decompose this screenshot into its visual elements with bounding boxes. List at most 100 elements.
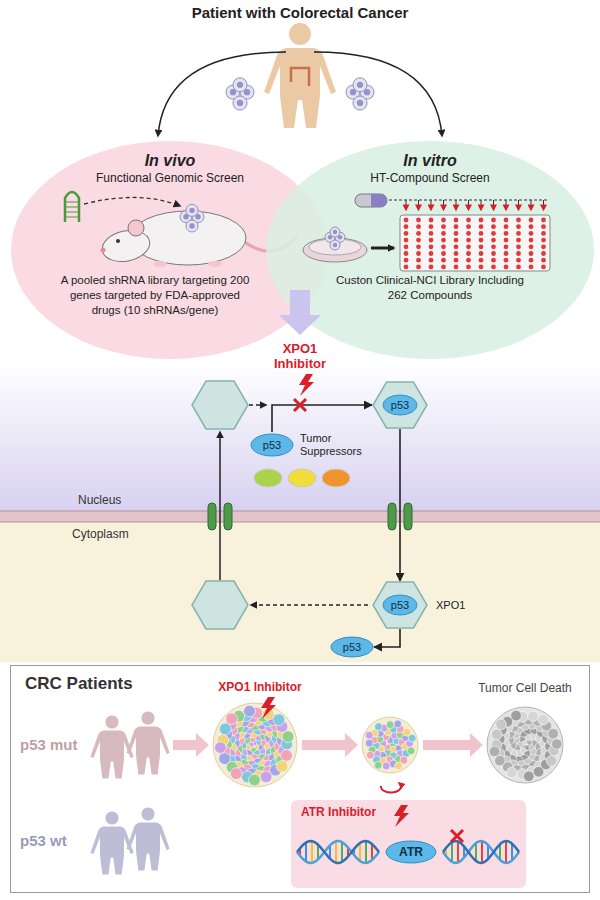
tumor-cell bbox=[533, 766, 544, 777]
tumor-cell bbox=[538, 714, 549, 725]
label-holder: p53 wt bbox=[20, 832, 67, 849]
tumor-cell bbox=[548, 728, 559, 739]
cell-cluster bbox=[180, 204, 204, 232]
protein-ellipse bbox=[331, 637, 373, 657]
cell-nucleus bbox=[333, 230, 338, 235]
well bbox=[479, 218, 484, 223]
well bbox=[529, 265, 534, 270]
tumor-cell bbox=[386, 721, 394, 729]
well bbox=[454, 244, 459, 249]
tumor-cell bbox=[365, 731, 373, 739]
node-text: In vitro bbox=[265, 152, 595, 170]
dispense-arrow bbox=[481, 200, 482, 210]
well bbox=[466, 218, 471, 223]
person-head bbox=[105, 715, 118, 728]
well bbox=[504, 251, 509, 256]
cell-cluster bbox=[346, 78, 374, 110]
well bbox=[466, 231, 471, 236]
tumor-cell bbox=[489, 746, 500, 757]
dead-tumor bbox=[487, 707, 563, 783]
cell bbox=[353, 78, 367, 92]
well bbox=[466, 224, 471, 229]
well bbox=[441, 224, 446, 229]
transport-arrow bbox=[374, 629, 400, 647]
well bbox=[441, 218, 446, 223]
tumor-cell bbox=[366, 751, 374, 759]
node-subtext: XPO1 bbox=[436, 599, 465, 611]
tumor-cell bbox=[551, 739, 562, 750]
tumor-cell bbox=[244, 705, 256, 717]
base-pair bbox=[481, 841, 483, 863]
tumor-cell bbox=[273, 714, 285, 726]
well bbox=[529, 238, 534, 243]
well bbox=[416, 265, 421, 270]
flow-arrow bbox=[314, 52, 442, 136]
dna-strand bbox=[297, 841, 379, 863]
dispense-arrow bbox=[468, 200, 469, 210]
well bbox=[404, 224, 409, 229]
well bbox=[491, 244, 496, 249]
transport-arrow bbox=[399, 429, 401, 581]
title-holder: Patient with Colorectal Cancer bbox=[0, 4, 600, 21]
protein-ellipse bbox=[386, 841, 436, 863]
well bbox=[479, 231, 484, 236]
well bbox=[404, 238, 409, 243]
dispense-arrow bbox=[406, 200, 407, 210]
transport-arrow bbox=[272, 405, 372, 432]
person-head bbox=[141, 807, 154, 820]
illustration-part bbox=[294, 399, 306, 411]
cell bbox=[233, 78, 247, 92]
well bbox=[429, 224, 434, 229]
base-pair bbox=[505, 841, 507, 863]
base-pair bbox=[341, 842, 343, 862]
well bbox=[516, 238, 521, 243]
person-body bbox=[90, 730, 133, 778]
well bbox=[466, 244, 471, 249]
hairpin-strand bbox=[65, 192, 79, 222]
outcome-label: Tumor Cell Death bbox=[465, 681, 585, 695]
progress-arrow bbox=[302, 733, 358, 757]
well bbox=[429, 258, 434, 263]
well bbox=[541, 244, 546, 249]
petri-dish-inner bbox=[309, 239, 361, 255]
well bbox=[441, 265, 446, 270]
patient-body bbox=[264, 48, 336, 128]
well bbox=[454, 251, 459, 256]
well bbox=[466, 238, 471, 243]
cycle-arrow bbox=[381, 783, 401, 793]
tumor-cell bbox=[230, 768, 242, 780]
nuclear-pore bbox=[388, 503, 396, 530]
well bbox=[454, 218, 459, 223]
well bbox=[404, 251, 409, 256]
cell bbox=[186, 220, 198, 232]
well bbox=[429, 231, 434, 236]
person-body bbox=[126, 822, 169, 870]
group-label: p53 wt bbox=[20, 832, 67, 849]
well bbox=[504, 224, 509, 229]
dispense-arrow bbox=[443, 200, 444, 210]
mouse-foot bbox=[208, 261, 222, 267]
dispense-arrow bbox=[506, 200, 507, 210]
tumor-cell bbox=[408, 734, 416, 742]
drug-capsule bbox=[355, 194, 387, 207]
dna-strand bbox=[443, 841, 519, 863]
inhibition-cross bbox=[294, 399, 306, 411]
xpo1-hexagon bbox=[192, 381, 248, 429]
mouse-foot bbox=[153, 261, 167, 267]
well bbox=[416, 244, 421, 249]
tumor-cell bbox=[276, 761, 288, 773]
group-label: p53 mut bbox=[20, 736, 78, 753]
person-figure bbox=[126, 807, 169, 870]
cell-nucleus bbox=[237, 82, 243, 88]
cell bbox=[186, 204, 198, 216]
tumor-mass bbox=[213, 703, 297, 787]
node-subtext: HT-Compound Screen bbox=[265, 171, 595, 185]
dna-strand bbox=[297, 841, 379, 863]
node-text: ATR bbox=[399, 845, 423, 859]
compartment-label: Cytoplasm bbox=[72, 527, 129, 541]
progress-arrow bbox=[423, 733, 483, 757]
protein-ellipse bbox=[251, 434, 293, 456]
label-holder: Tumor Cell Death bbox=[465, 681, 585, 695]
base-pair bbox=[511, 844, 513, 861]
well bbox=[429, 251, 434, 256]
